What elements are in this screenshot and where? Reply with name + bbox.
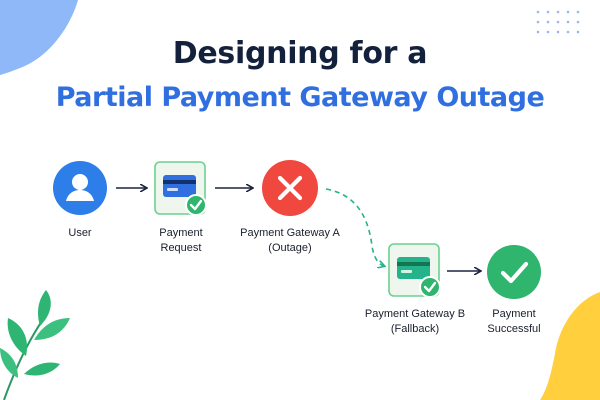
node-label-gateway-b-line-2: (Fallback) xyxy=(390,323,440,335)
node-label-payment-request-line-1: Payment xyxy=(159,227,203,239)
credit-card-check-icon xyxy=(154,161,207,216)
edge-gateway-a-to-gateway-b xyxy=(325,188,384,266)
checkmark-icon xyxy=(487,245,541,299)
dot-grid-pattern xyxy=(536,10,580,34)
node-label-gateway-a-line-1: Payment Gateway A xyxy=(240,227,340,239)
node-label-success-line-1: Payment xyxy=(492,308,536,320)
node-label-user: User xyxy=(30,226,130,241)
title-line-1: Designing for a xyxy=(172,36,428,71)
node-label-gateway-a-line-2: (Outage) xyxy=(268,242,312,254)
top-left-blob xyxy=(0,0,78,75)
bottom-right-blob xyxy=(540,292,600,400)
error-x-icon xyxy=(262,160,318,216)
node-label-user-line-1: User xyxy=(68,227,92,239)
leaf-decoration xyxy=(0,290,70,400)
node-label-success: Payment Successful xyxy=(464,307,564,337)
node-label-gateway-b: Payment Gateway B (Fallback) xyxy=(355,307,475,337)
node-label-gateway-a: Payment Gateway A (Outage) xyxy=(230,226,350,256)
node-label-success-line-2: Successful xyxy=(487,323,541,335)
credit-card-check-icon xyxy=(388,243,441,298)
title-line-2: Partial Payment Gateway Outage xyxy=(55,82,545,113)
node-label-payment-request: Payment Request xyxy=(131,226,231,256)
user-icon xyxy=(53,161,107,215)
node-label-gateway-b-line-1: Payment Gateway B xyxy=(364,308,466,320)
node-label-payment-request-line-2: Request xyxy=(160,242,202,254)
